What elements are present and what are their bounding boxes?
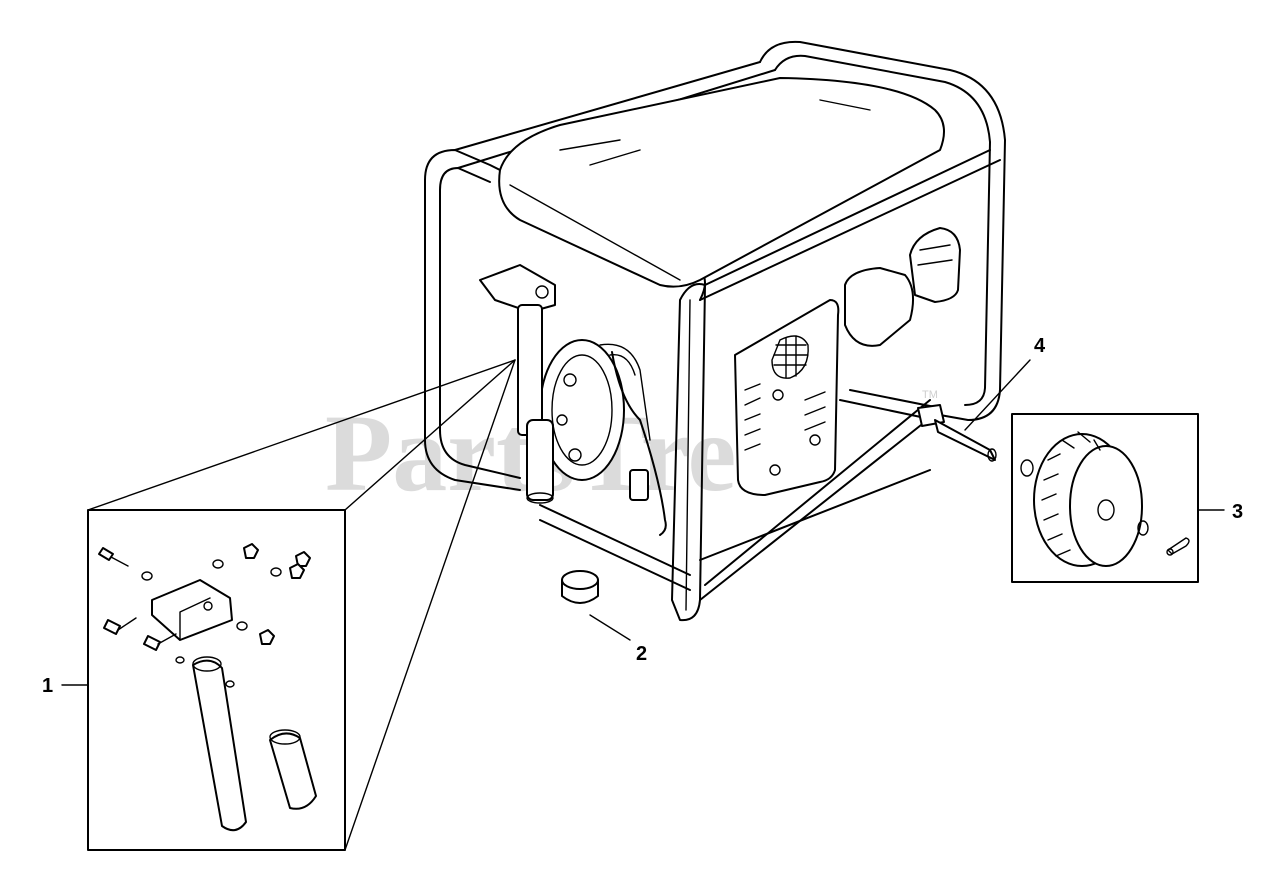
handle-kit-detail: [87, 359, 516, 851]
callout-2: 2: [636, 643, 647, 665]
callout-4: 4: [1034, 335, 1046, 357]
callout-labels: 1 2 3 4: [42, 335, 1243, 697]
callout-1: 1: [42, 675, 53, 697]
rubber-foot-part: [561, 570, 599, 604]
callout-3: 3: [1232, 501, 1243, 523]
handle-assembly-installed: [479, 264, 556, 504]
wheel-kit-detail: [1011, 413, 1199, 583]
callout-leaders: [61, 359, 1225, 686]
fuel-tank: [498, 77, 945, 288]
engine-block: [734, 227, 961, 496]
watermark-trademark: TM: [922, 389, 938, 401]
axle-installed: [917, 404, 997, 462]
